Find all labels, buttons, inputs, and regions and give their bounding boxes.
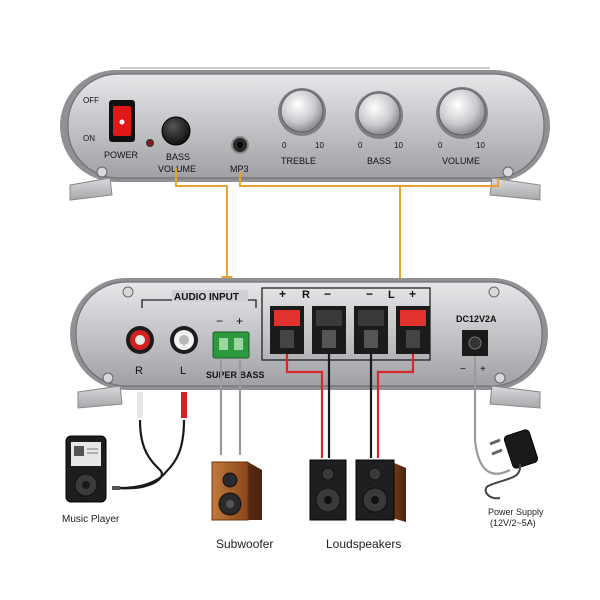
loudspeaker-left-icon xyxy=(309,459,347,521)
music-player-icon xyxy=(65,435,107,503)
dc-polarity-minus: − xyxy=(460,364,466,375)
dc-label: DC12V2A xyxy=(456,314,497,324)
speaker-clip-r-minus[interactable] xyxy=(312,306,346,354)
speaker-l-label: L xyxy=(388,289,395,301)
speaker-wire-r-plus xyxy=(285,354,324,458)
rca-left-pin-icon xyxy=(179,335,189,345)
rca-cable-white xyxy=(119,419,163,490)
subwoofer-caption: Subwoofer xyxy=(216,537,273,551)
treble-min: 0 xyxy=(282,141,287,150)
treble-knob[interactable] xyxy=(280,89,324,133)
loudspeaker-right-icon xyxy=(355,459,406,522)
power-label: POWER xyxy=(104,150,139,160)
treble-label: TREBLE xyxy=(281,156,316,166)
loudspeakers-caption: Loudspeakers xyxy=(326,537,401,551)
volume-max: 10 xyxy=(476,141,485,150)
dc-polarity-plus: + xyxy=(480,364,486,375)
screw-icon xyxy=(96,166,108,178)
screw-icon xyxy=(122,286,134,298)
sub-minus: − xyxy=(216,314,223,328)
switch-off-label: OFF xyxy=(83,96,99,105)
switch-on-label: ON xyxy=(83,134,95,143)
treble-max: 10 xyxy=(315,141,324,150)
front-foot-right xyxy=(489,177,541,201)
volume-label: VOLUME xyxy=(442,156,480,166)
guide-line-corner xyxy=(400,178,499,187)
treble-knob-group: 0 10 TREBLE xyxy=(278,88,326,166)
wires xyxy=(112,354,511,490)
volume-min: 0 xyxy=(438,141,443,150)
front-foot-left xyxy=(69,177,113,201)
speaker-clip-l-minus[interactable] xyxy=(354,306,388,354)
rear-panel: AUDIO INPUT R L − + SUPER BASS + R − − L… xyxy=(70,278,548,409)
speaker-plus-right: + xyxy=(409,287,416,301)
audio-input-label: AUDIO INPUT xyxy=(174,292,239,303)
bass-volume-knob[interactable] xyxy=(161,116,191,146)
rca-left-label: L xyxy=(180,365,186,377)
speaker-minus-left: − xyxy=(324,287,331,301)
rca-right-label: R xyxy=(135,365,143,377)
bass-label: BASS xyxy=(367,156,391,166)
speaker-wire-l-plus xyxy=(376,354,415,458)
front-to-rear-guide-lines xyxy=(175,168,499,290)
super-bass-label: SUPER BASS xyxy=(206,370,265,380)
rear-foot-left xyxy=(77,385,123,409)
volume-knob[interactable] xyxy=(438,88,486,136)
volume-knob-group: 0 10 VOLUME xyxy=(436,87,488,166)
audio-input-label-bg xyxy=(172,290,248,302)
speaker-minus-right: − xyxy=(366,287,373,301)
super-bass-slot-icon xyxy=(219,338,228,350)
power-supply-caption-line1: Power Supply xyxy=(488,507,544,517)
rca-right-pin-icon xyxy=(135,335,145,345)
power-cable xyxy=(473,356,511,475)
speaker-r-label: R xyxy=(302,289,310,301)
bass-knob[interactable] xyxy=(357,92,401,136)
guide-line-mp3-to-output xyxy=(239,172,401,290)
speaker-clip-r-plus[interactable] xyxy=(270,306,304,354)
super-bass-slot-icon xyxy=(234,338,243,350)
bass-max: 10 xyxy=(394,141,403,150)
mp3-label: MP3 xyxy=(230,164,249,174)
front-panel: OFF ON POWER BASS VOLUME MP3 0 10 TREBLE… xyxy=(60,67,550,201)
rca-cable-red xyxy=(119,419,186,490)
bass-knob-group: 0 10 BASS xyxy=(355,91,403,166)
screw-icon xyxy=(494,372,506,384)
super-bass-terminal[interactable] xyxy=(212,331,250,359)
mp3-jack-hole-icon xyxy=(237,142,243,148)
subwoofer-icon xyxy=(211,461,262,521)
screw-icon xyxy=(102,372,114,384)
screw-icon xyxy=(488,286,500,298)
rear-foot-right xyxy=(489,385,541,409)
speaker-clip-l-plus[interactable] xyxy=(396,306,430,354)
power-adapter-icon xyxy=(484,429,539,500)
screw-icon xyxy=(502,166,514,178)
bass-volume-label-line2: VOLUME xyxy=(158,164,196,174)
speaker-plus-left: + xyxy=(279,287,286,301)
power-supply-caption-line2: (12V/2~5A) xyxy=(490,518,536,528)
guide-line-bass-to-sub xyxy=(175,168,228,282)
bass-min: 0 xyxy=(358,141,363,150)
sub-plus: + xyxy=(236,314,243,328)
bass-volume-label-line1: BASS xyxy=(166,152,190,162)
power-led-icon xyxy=(146,139,154,147)
power-switch-dot-icon xyxy=(119,119,125,125)
music-player-caption: Music Player xyxy=(62,514,120,525)
dc-jack-hole-icon xyxy=(468,336,482,350)
